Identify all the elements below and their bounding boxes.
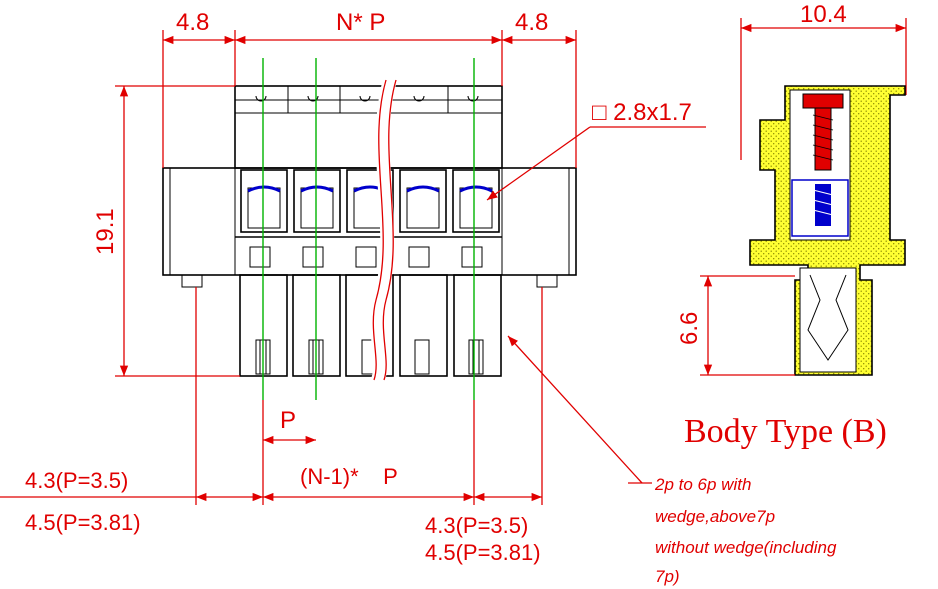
wedge-note-line-3: without wedge(including	[655, 538, 837, 557]
offset-left-p381: 4.5(P=3.81)	[25, 510, 141, 535]
side-width-dimension	[740, 18, 907, 160]
side-body-section	[749, 85, 906, 376]
dim-pin-length: 6.6	[676, 312, 703, 345]
bottom-dimensions	[0, 287, 543, 505]
dim-width-formula: N* P	[336, 9, 385, 36]
wedge-note-leader	[507, 335, 652, 484]
screw-section	[802, 93, 844, 171]
break-line	[370, 78, 397, 383]
wedge-note-line-1: 2p to 6p with	[654, 475, 751, 494]
wedge-note-line-4: 7p)	[655, 567, 680, 586]
dim-right-margin: 4.8	[515, 9, 548, 36]
pin-centerlines	[262, 58, 475, 400]
pin-length-dimension	[700, 275, 795, 376]
offset-left-p35: 4.3(P=3.5)	[25, 468, 128, 493]
pin-section-callout	[486, 126, 706, 201]
body-type-title: Body Type (B)	[684, 413, 887, 450]
side-view: 10.4	[676, 1, 907, 450]
offset-right-p35: 4.3(P=3.5)	[425, 513, 528, 538]
dim-side-width: 10.4	[800, 1, 847, 28]
front-view: 4.8 N* P 4.8 19.1 □ 2.8x1.7 P	[0, 9, 837, 586]
dim-span: (N-1)* P	[300, 464, 398, 489]
top-dimensions	[162, 30, 577, 168]
wire-entry-windows	[240, 169, 500, 233]
clamp-section	[791, 179, 849, 237]
dim-pitch: P	[280, 407, 296, 434]
height-dimension	[115, 85, 240, 377]
wedge-note-line-2: wedge,above7p	[655, 507, 775, 526]
front-body-outline	[162, 85, 577, 377]
offset-right-p381: 4.5(P=3.81)	[425, 540, 541, 565]
dim-pin-section: □ 2.8x1.7	[592, 99, 692, 126]
dim-height: 19.1	[92, 208, 119, 255]
dim-left-margin: 4.8	[176, 9, 209, 36]
